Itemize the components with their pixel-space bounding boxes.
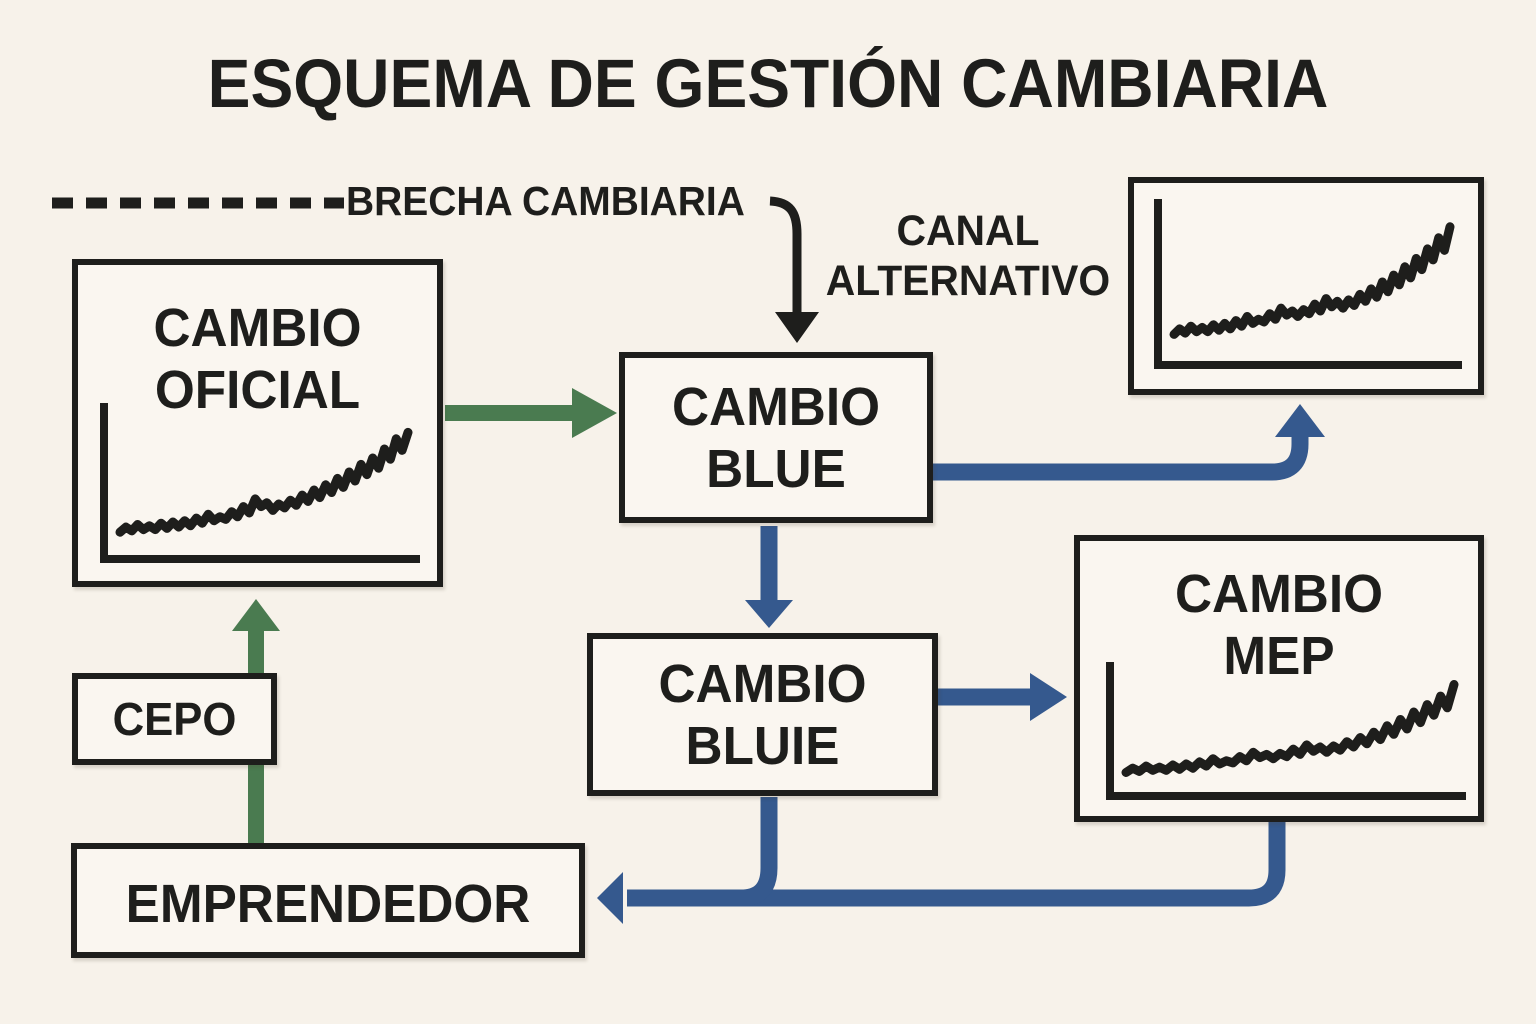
emprendedor-label: EMPRENDEDOR xyxy=(125,874,531,934)
cambio-mep-label: CAMBIO MEP xyxy=(1174,564,1384,686)
canal-alternativo-label: CANAL ALTERNATIVO xyxy=(826,206,1111,306)
oficial-to-blue-arrow xyxy=(445,388,617,438)
blue-to-alternativo-arrow xyxy=(933,404,1325,481)
blue-to-blue2-arrow xyxy=(745,526,793,628)
blue2-to-mep-arrow xyxy=(938,673,1067,721)
canal-alternativo-line2: ALTERNATIVO xyxy=(825,257,1111,305)
page-title: ESQUEMA DE GESTIÓN CAMBIARIA xyxy=(207,45,1329,122)
mep-trend-chart xyxy=(1106,662,1466,800)
cambio-blue2-label: CAMBIO BLUIE xyxy=(658,654,867,776)
cambio-oficial-box: CAMBIO OFICIAL xyxy=(72,259,443,587)
cambio-oficial-label: CAMBIO OFICIAL xyxy=(153,298,362,420)
cambio-mep-box: CAMBIO MEP xyxy=(1074,535,1484,822)
oficial-trend-chart xyxy=(100,403,420,563)
mep-blue2-to-emprendedor-arrow xyxy=(597,797,1286,924)
alternativo-trend-chart xyxy=(1154,199,1462,369)
cepo-box: CEPO xyxy=(72,673,277,765)
cambio-blue2-box: CAMBIO BLUIE xyxy=(587,633,938,796)
canal-alternativo-line1: CANAL xyxy=(896,207,1040,255)
brecha-to-blue-arrow xyxy=(769,196,819,343)
emprendedor-box: EMPRENDEDOR xyxy=(71,843,585,958)
cepo-label: CEPO xyxy=(112,693,237,745)
cambio-blue-box: CAMBIO BLUE xyxy=(619,352,933,523)
canal-alternativo-chart-box xyxy=(1128,177,1484,395)
cambio-blue-label: CAMBIO BLUE xyxy=(671,377,881,499)
brecha-cambiaria-label: BRECHA CAMBIARIA xyxy=(346,178,745,224)
